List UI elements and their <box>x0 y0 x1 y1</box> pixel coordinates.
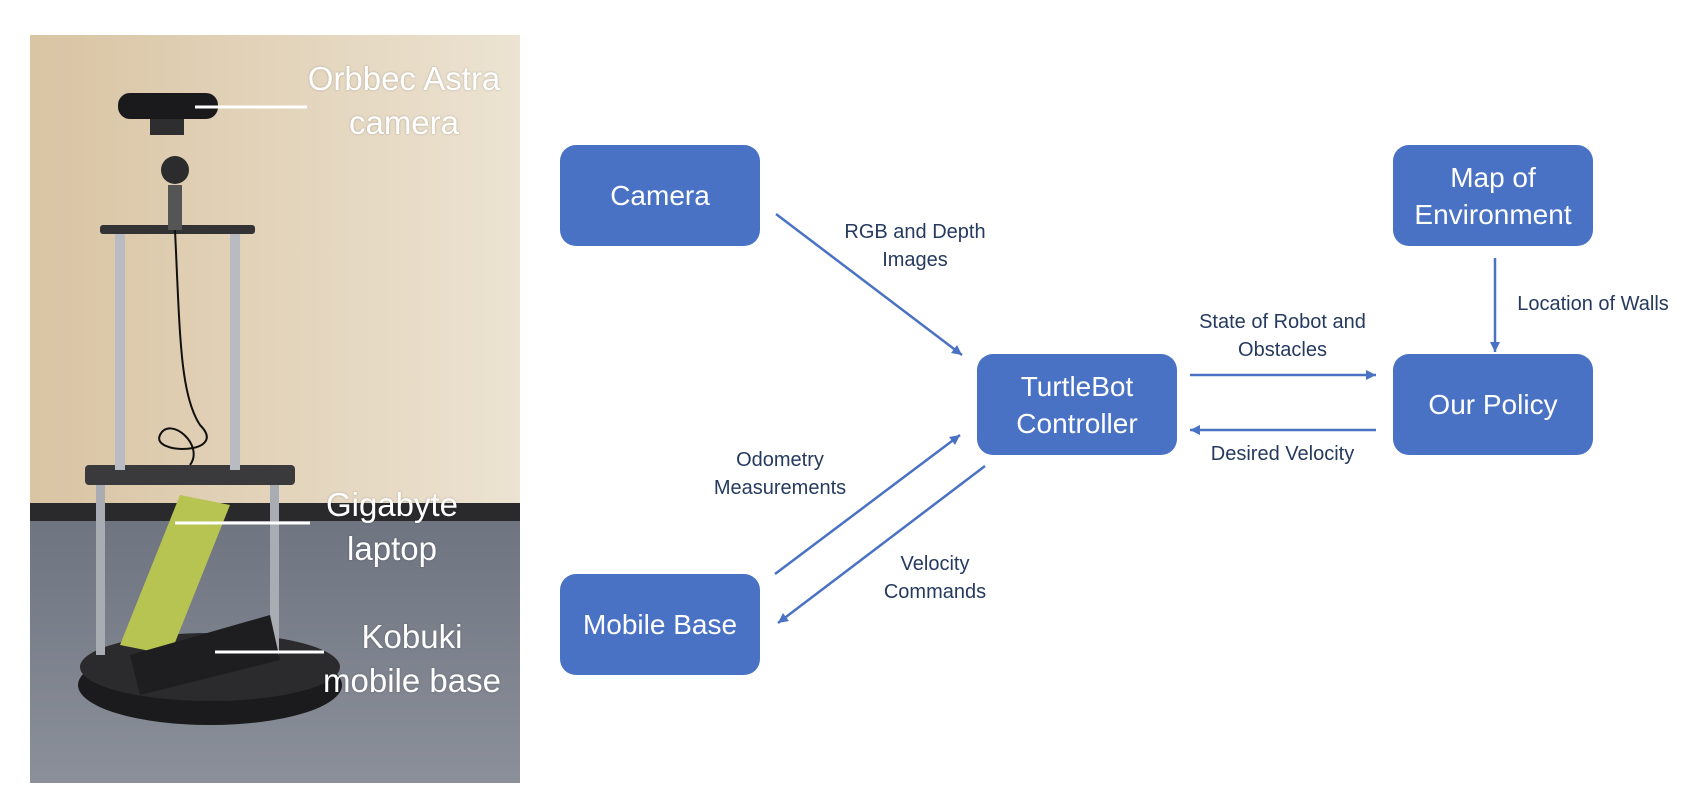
arrow-controller-to-base <box>777 465 986 624</box>
edge-label-location-walls: Location of Walls <box>1517 293 1669 315</box>
controller-node: TurtleBot Controller <box>977 354 1177 455</box>
laptop-label: Gigabyte laptop <box>325 486 459 567</box>
camera-label: Orbbec Astra camera <box>307 60 501 141</box>
edge-label-desired-velocity: Desired Velocity <box>1210 443 1355 465</box>
edge-label-rgb-depth: RGB and Depth Images <box>844 221 986 271</box>
arrow-camera-to-controller <box>775 213 963 356</box>
edge-label-odometry: Odometry Measurements <box>713 449 847 499</box>
mobile-base-node: Mobile Base <box>560 574 760 675</box>
edge-label-velocity-commands: Velocity Commands <box>883 553 987 603</box>
camera-node: Camera <box>560 145 760 246</box>
map-node: Map of Environment <box>1393 145 1593 246</box>
robot-photo: Orbbec Astra camera Gigabyte laptop Kobu… <box>30 35 520 783</box>
robot-illustration <box>30 35 520 783</box>
arrow-base-to-controller <box>774 434 961 575</box>
policy-node: Our Policy <box>1393 354 1593 455</box>
edge-label-state: State of Robot and Obstacles <box>1199 311 1366 361</box>
mobile-base-label: Kobuki mobile base <box>323 618 501 699</box>
